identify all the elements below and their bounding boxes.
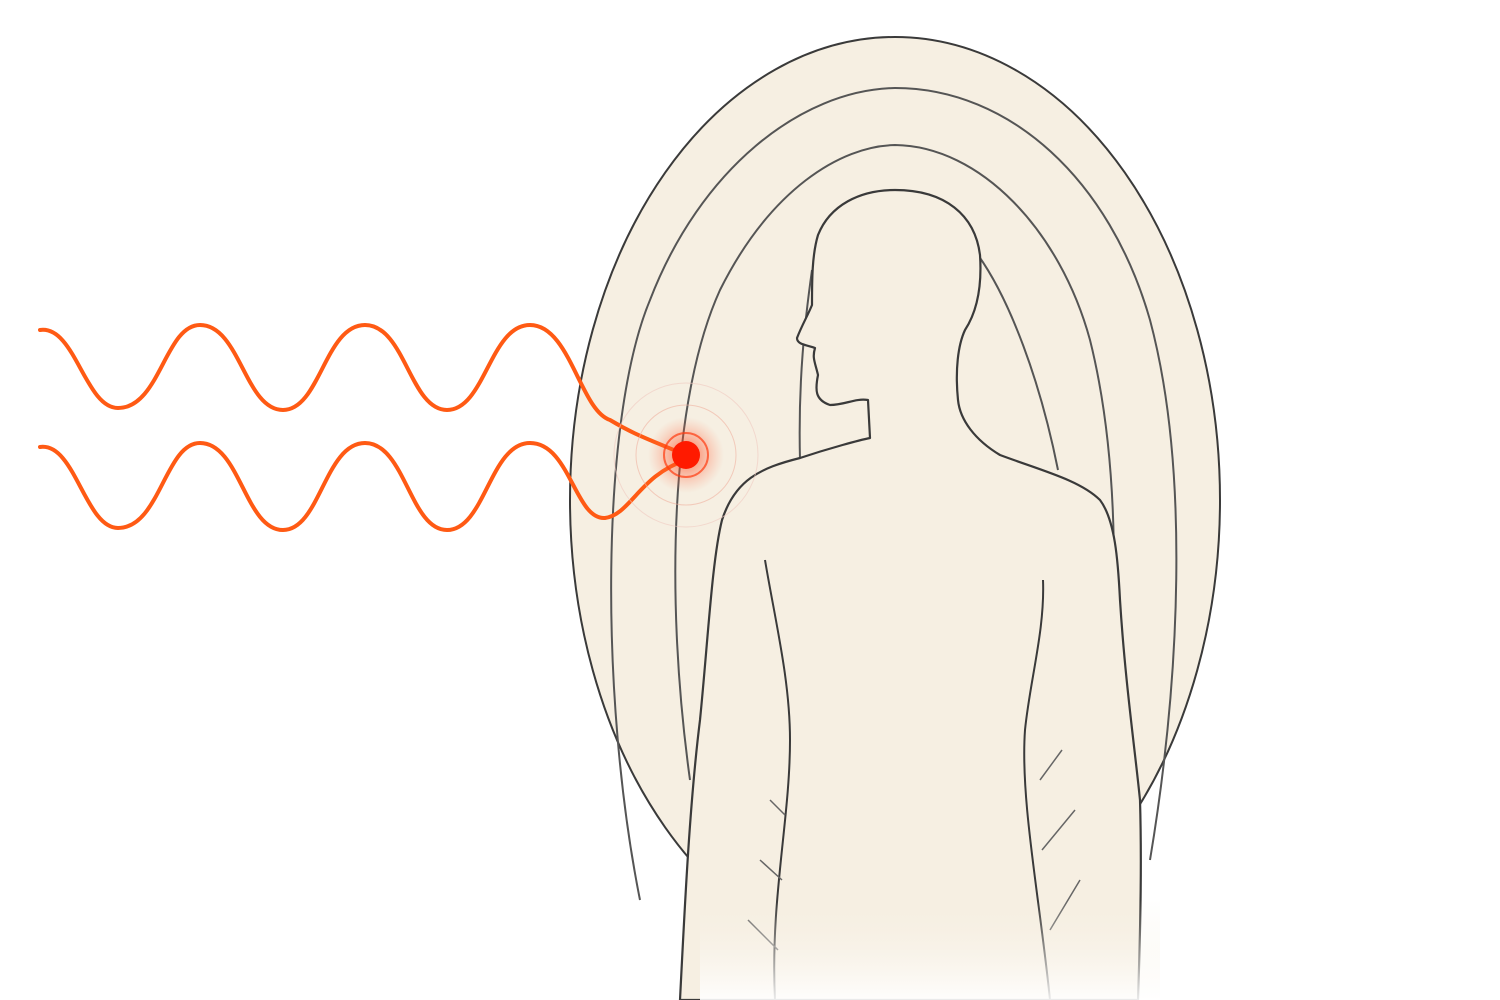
human-silhouette (678, 188, 1160, 1000)
wave-top (38, 322, 688, 457)
bottom-fade (700, 900, 1160, 1000)
hotspot-ripple-mid (635, 404, 737, 506)
aura-ring-4 (798, 254, 1059, 471)
aura-ring-2 (610, 86, 1178, 901)
wave-bottom (38, 440, 688, 533)
impact-hotspot (613, 382, 759, 528)
hotspot-ripple-outer (613, 382, 759, 528)
signal-waves (38, 322, 688, 533)
hotspot-ring (663, 432, 709, 478)
hotspot-dot (672, 441, 700, 469)
